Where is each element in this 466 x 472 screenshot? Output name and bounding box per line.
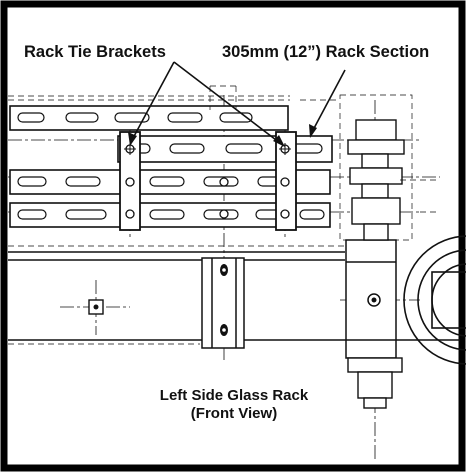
lower-base [347, 357, 403, 409]
caption-subtitle: (Front View) [191, 405, 277, 422]
rear-rail-slots [17, 112, 253, 123]
right-pulley [403, 235, 466, 365]
bracket-bolts [125, 144, 290, 219]
rack-section-label: 305mm (12”) Rack Section [222, 43, 429, 61]
leader-arrows [128, 124, 317, 147]
leader-lines [131, 61, 346, 144]
upper-shaft-assembly [347, 119, 405, 241]
caption-title: Left Side Glass Rack [160, 387, 309, 404]
rack-tie-brackets-label: Rack Tie Brackets [24, 43, 166, 61]
